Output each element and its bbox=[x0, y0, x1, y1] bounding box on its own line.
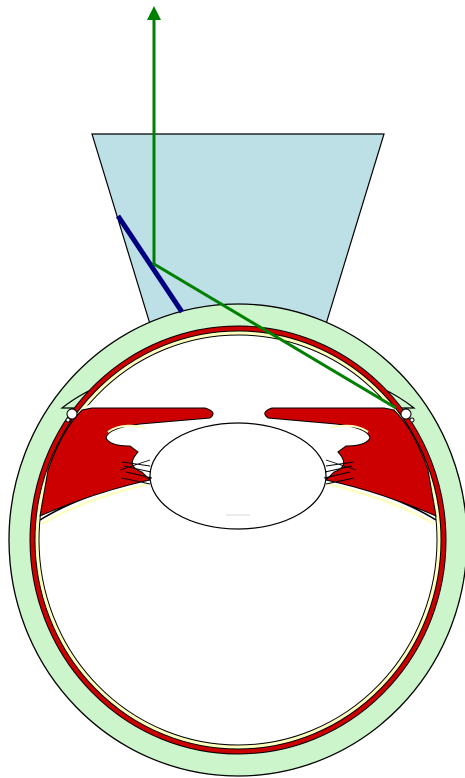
lens bbox=[150, 423, 326, 529]
ray-arrowhead bbox=[147, 6, 161, 20]
goniolens-prism bbox=[92, 134, 384, 324]
